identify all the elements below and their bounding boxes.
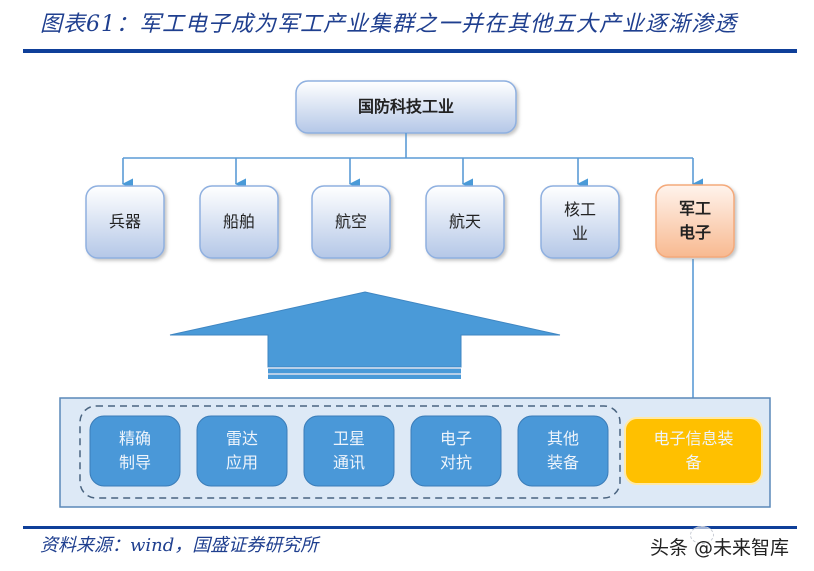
industry-node-box-3	[311, 185, 391, 259]
industry-node-box-4	[425, 185, 505, 259]
industry-node-box-1	[85, 185, 165, 259]
source-divider	[23, 526, 797, 529]
sub-field-box-3	[303, 415, 395, 487]
upward-block-arrow	[169, 291, 561, 379]
watermark-avatar-icon	[690, 526, 714, 544]
watermark-text: 头条 @未来智库	[650, 537, 790, 559]
industry-node-box-2	[199, 185, 279, 259]
sub-field-box-4	[410, 415, 502, 487]
tree-connectors	[121, 133, 704, 422]
root-node-box	[295, 80, 517, 134]
sub-field-box-2	[196, 415, 288, 487]
industry-node-box-6-highlight	[655, 184, 735, 258]
figure-title: 图表61：军工电子成为军工产业集群之一并在其他五大产业逐渐渗透	[40, 12, 737, 37]
industry-node-box-5	[540, 185, 620, 259]
sub-field-box-1	[89, 415, 181, 487]
target-box	[624, 417, 763, 485]
sub-field-box-5	[517, 415, 609, 487]
sub-fields-dashed-group	[79, 405, 621, 499]
source-note: 资料来源：wind，国盛证券研究所	[40, 535, 319, 556]
title-divider	[23, 49, 797, 53]
